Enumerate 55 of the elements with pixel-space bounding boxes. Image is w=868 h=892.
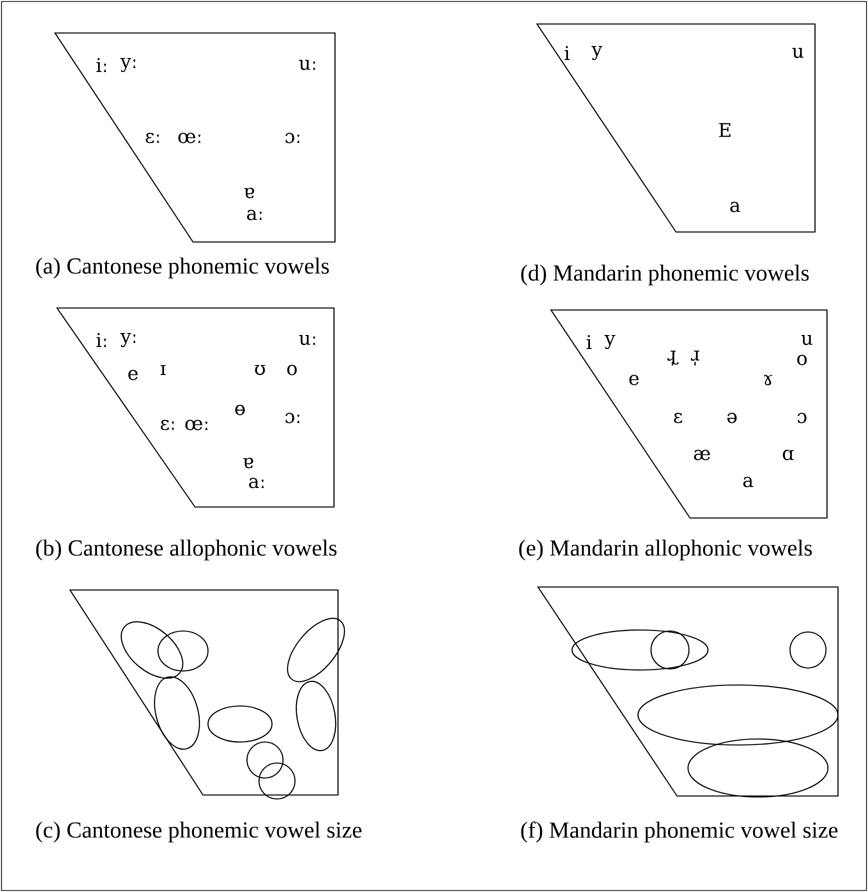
vowel-symbol: ə [727,412,737,424]
vowel-symbol: i [564,46,570,60]
vowel-symbol: yː [120,332,136,348]
vowel-region-circle [246,741,284,779]
vowel-region-circle [258,762,296,800]
vowel-region-ellipse [637,684,839,746]
vowel-symbol: i [586,335,592,349]
vowel-symbol: ɑ [782,450,794,460]
vowel-symbol: æ [694,450,710,460]
vowel-symbol: e [629,374,639,386]
vowel-symbol: œː [178,132,201,144]
vowel-symbol: a [743,476,754,488]
vowel-symbol: ɵ [235,404,245,416]
vowel-region-ellipse [207,705,273,743]
vowel-region-circle [789,631,827,669]
vowel-symbol: u [801,334,812,346]
vowel-symbol: a [730,202,740,212]
vowel-symbol: uː [299,334,316,346]
panel-caption: (d) Mandarin phonemic vowels [521,264,809,286]
vowel-symbol: o [287,364,297,376]
vowel-symbol: ɹ̩ [690,350,700,366]
panel-caption: (c) Cantonese phonemic vowel size [36,822,362,842]
vowel-symbol: ɻ̩ [667,350,678,366]
vowel-symbol: ɤ [764,374,772,386]
vowel-symbol: ɛ [674,412,682,424]
panel-caption: (e) Mandarin allophonic vowels [519,540,812,560]
vowel-symbol: u [792,48,804,58]
vowel-symbol: ɔː [285,132,300,144]
vowel-symbol: aː [249,478,264,488]
vowel-symbol: yː [120,58,136,72]
vowel-symbol: E [719,123,730,137]
vowel-symbol: ɛː [146,132,160,144]
vowel-symbol: iː [96,58,106,72]
vowel-symbol: ɐ [243,458,254,468]
vowel-symbol: e [128,370,138,380]
vowel-symbol: ɪ [160,365,166,375]
vowel-symbol: y [604,334,616,350]
vowel-region-ellipse [571,629,709,671]
vowel-symbol: ɔː [285,412,300,424]
vowel-region-circle [650,630,690,670]
panel-caption: (f) Mandarin phonemic vowel size [521,821,838,843]
vowel-symbol: iː [96,333,106,347]
vowel-symbol: y [592,46,602,60]
panel-caption: (b) Cantonese allophonic vowels [36,540,337,560]
vowel-region-ellipse [687,738,829,798]
vowel-symbol: ɐ [244,188,254,198]
panel-caption: (a) Cantonese phonemic vowels [36,258,329,278]
vowel-symbol: œː [185,420,208,430]
vowel-symbol: aː [247,210,262,220]
vowel-symbol: ʊ [255,364,265,376]
vowel-symbol: o [797,354,807,366]
vowel-symbol: uː [299,60,316,70]
vowel-symbol: ɔ [798,412,806,424]
vowel-symbol: ɛː [160,420,174,430]
vowel-region-ellipse [157,630,209,672]
